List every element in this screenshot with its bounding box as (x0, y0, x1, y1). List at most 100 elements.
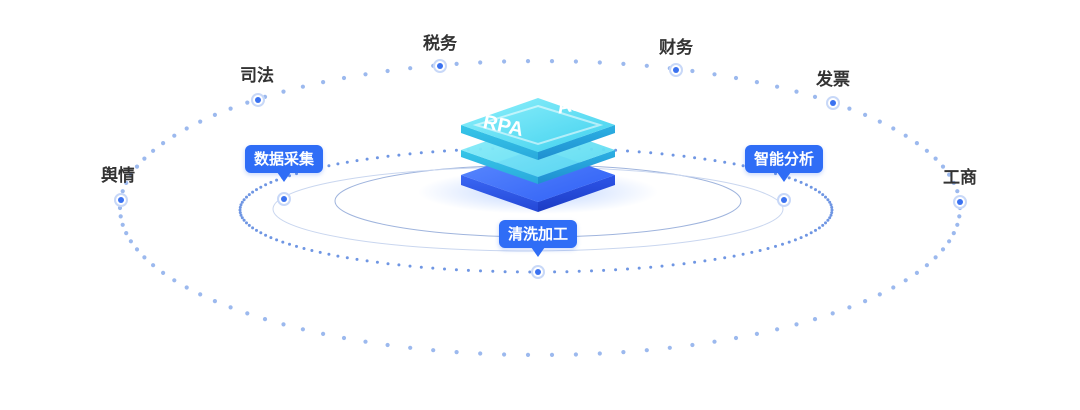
orbit-dot (238, 211, 242, 215)
orbit-dot (940, 247, 946, 252)
orbit-dot (408, 264, 412, 268)
orbit-dot (891, 285, 896, 290)
orbit-dot (259, 185, 263, 189)
orbit-dot (828, 200, 832, 204)
orbit-dot (264, 183, 268, 187)
orbit-dot (251, 190, 255, 194)
orbit-dot (577, 269, 581, 273)
orbit-dot (573, 59, 579, 64)
orbit-dot (799, 236, 803, 240)
orbit-dot (365, 259, 369, 263)
orbit-dot (198, 119, 203, 124)
orbit-dot (671, 263, 675, 267)
orbit-dot (184, 285, 189, 290)
orbit-dot (794, 89, 799, 94)
orbit-dot (345, 256, 349, 260)
node-label-caiwu: 财务 (659, 38, 693, 58)
callout-marker-clean (535, 269, 541, 275)
orbit-dot (957, 214, 962, 219)
orbit-dot (821, 223, 825, 227)
orbit-dot (947, 239, 952, 244)
orbit-dot (863, 112, 868, 117)
node-marker-sifa (255, 97, 261, 103)
orbit-dot (275, 238, 279, 242)
orbit-dot (817, 190, 821, 194)
orbit-dot (502, 59, 507, 64)
orbit-dot (713, 159, 717, 163)
orbit-dot (375, 156, 379, 160)
orbit-dot (454, 148, 458, 152)
orbit-dot (259, 231, 263, 235)
orbit-dot (385, 342, 390, 348)
orbit-dot (242, 198, 246, 202)
core-layer-top-inset (472, 104, 604, 146)
orbit-dot (161, 270, 166, 275)
orbit-dot (787, 240, 791, 244)
orbit-dot (238, 208, 242, 212)
orbit-dot (336, 162, 340, 166)
orbit-dot (741, 252, 745, 256)
orbit-dot (804, 183, 808, 187)
orbit-dot (300, 327, 305, 332)
orbit-dot (626, 267, 629, 271)
orbit-dot (924, 148, 930, 153)
orbit-dot (637, 266, 641, 270)
orbit-dot (824, 195, 827, 199)
orbit-dot (288, 242, 291, 246)
orbit-dot (525, 59, 531, 64)
orbit-dot (327, 252, 331, 256)
orbit-dot (933, 156, 938, 161)
node-marker-yuqing (118, 197, 124, 203)
orbit-dot (644, 348, 649, 353)
orbit-dot (814, 228, 817, 232)
orbit-dot (295, 244, 298, 248)
orbit-dot (637, 150, 641, 154)
orbit-dot (408, 66, 413, 71)
orbit-dot (951, 180, 956, 185)
orbit-dot (863, 299, 868, 304)
orbit-dot (419, 151, 423, 155)
orbit-dot (151, 263, 156, 268)
orbit-dot (525, 352, 531, 357)
orbit-dot (466, 268, 470, 272)
orbit-dot (924, 263, 930, 268)
node-markers (114, 59, 967, 279)
callout-cleaning: 清洗加工 (498, 220, 578, 257)
orbit-dot (431, 266, 435, 270)
orbit-dot (830, 208, 834, 212)
orbit-dot (690, 342, 695, 348)
orbit-dot (212, 299, 217, 304)
orbit-dot (245, 311, 250, 316)
orbit-dot (151, 148, 156, 153)
orbit-dot (228, 305, 233, 310)
orbit-dot (553, 270, 557, 274)
orbit-dot (754, 331, 760, 336)
orbit-dot (723, 256, 727, 260)
orbit-dot (245, 100, 250, 105)
orbit-dot (443, 267, 446, 271)
orbit-dot (128, 239, 133, 244)
orbit-dot (363, 72, 368, 77)
outer-dotted-orbit (117, 59, 963, 357)
orbit-dot (914, 141, 920, 146)
orbit-dot (821, 193, 825, 197)
orbit-dot (264, 233, 268, 237)
orbit-dot (847, 106, 852, 111)
orbit-dot (754, 80, 760, 85)
orbit-dot (479, 269, 482, 273)
orbit-dot (565, 270, 569, 274)
orbit-dot (549, 352, 555, 357)
orbit-dot (184, 126, 189, 131)
orbit-dot (345, 160, 349, 164)
orbit-dot (251, 226, 255, 230)
orbit-dot (621, 350, 626, 355)
orbit-dot (355, 159, 359, 163)
orbit-dot (355, 257, 359, 261)
orbit-dot (649, 265, 653, 269)
orbit-dot (240, 216, 244, 220)
core-layer-middle-left-side (461, 150, 538, 184)
orbit-dot (408, 345, 413, 350)
orbit-dot (491, 269, 495, 273)
node-label-gongshang: 工商 (943, 168, 977, 188)
